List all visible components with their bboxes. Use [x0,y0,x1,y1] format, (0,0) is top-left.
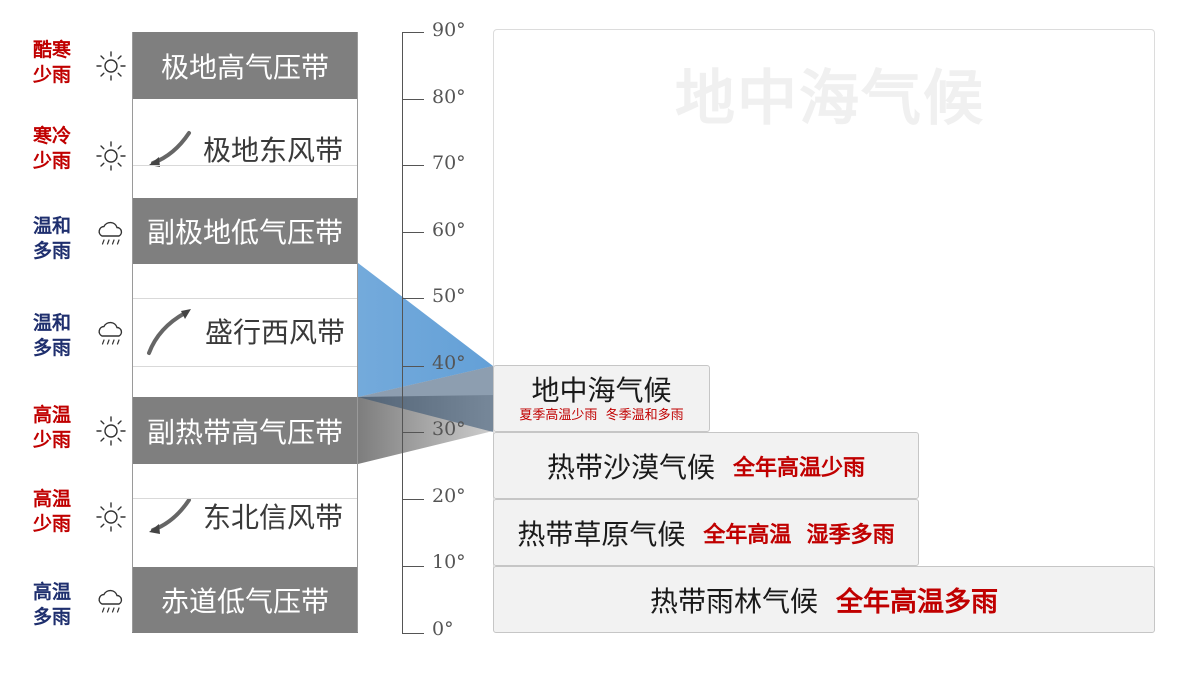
tick-60 [402,232,424,233]
descriptor-line1: 高温 [32,488,71,510]
rain-cloud-icon [98,221,123,245]
rain-cloud-icon [98,321,123,345]
descriptor-line1: 温和 [32,215,71,237]
divider [132,366,358,367]
overlap-wedge [358,366,493,432]
descriptor-line2: 多雨 [32,606,71,628]
desert-climate-box: 热带沙漠气候 全年高温少雨 [493,432,919,499]
tick-label: 50° [432,285,466,307]
belt-label: 东北信风带 [202,500,343,534]
climate-descriptor-5: 高温 少雨 [22,403,82,453]
tick-50 [402,298,424,299]
wind-arrow-southwest-icon [148,130,191,167]
divider [132,498,358,499]
tick-label: 10° [432,551,466,573]
tick-30 [402,432,424,433]
descriptor-line2: 少雨 [32,429,71,451]
belt-label: 极地高气压带 [160,50,329,84]
belt-label: 副热带高气压带 [146,415,343,449]
tick-label: 90° [432,19,466,41]
descriptor-line2: 少雨 [32,150,71,172]
subpolar-low-belt: 副极地低气压带 [132,198,358,264]
belt-label: 极地东风带 [202,133,343,167]
westerlies-belt: 盛行西风带 [132,264,358,397]
climate-descriptor-1: 酷寒 少雨 [22,38,82,88]
climate-descriptor-2: 寒冷 少雨 [22,124,82,174]
tick-label: 70° [432,152,466,174]
sun-icon [96,416,126,446]
tick-label: 0° [432,618,454,640]
climate-name: 热带沙漠气候 [546,450,715,484]
climate-desc: 全年高温多雨 [836,587,998,618]
climate-name: 地中海气候 [531,373,672,407]
climate-descriptor-3: 温和 多雨 [22,214,82,264]
tick-10 [402,566,424,567]
tick-90 [402,32,424,33]
mediterranean-climate-box: 地中海气候 夏季高温少雨 冬季温和多雨 [493,365,710,432]
latitude-axis [402,32,403,634]
tick-label: 20° [432,485,466,507]
divider [132,165,358,166]
climate-descriptor-6: 高温 少雨 [22,487,82,537]
climate-descriptor-4: 温和 多雨 [22,311,82,361]
climate-desc: 全年高温 湿季多雨 [703,522,895,548]
polar-easterlies-belt: 极地东风带 [132,99,358,198]
polar-high-belt: 极地高气压带 [132,32,358,99]
westerlies-wedge [358,263,493,397]
tick-80 [402,99,424,100]
climate-desc: 夏季高温少雨 冬季温和多雨 [519,407,684,423]
tick-label: 80° [432,86,466,108]
wind-arrow-southwest-icon [148,497,191,534]
equatorial-low-belt: 赤道低气压带 [132,567,358,633]
tick-20 [402,499,424,500]
climate-name: 热带雨林气候 [649,584,818,618]
belt-label: 赤道低气压带 [160,585,329,618]
descriptor-line2: 多雨 [32,240,71,262]
savanna-climate-box: 热带草原气候 全年高温 湿季多雨 [493,499,919,566]
climate-desc: 全年高温少雨 [733,455,866,481]
descriptor-line1: 寒冷 [32,125,71,147]
descriptor-line2: 少雨 [32,64,71,86]
tick-70 [402,165,424,166]
descriptor-line2: 少雨 [32,513,71,535]
belt-label: 盛行西风带 [204,315,345,349]
divider [132,298,358,299]
climate-name: 热带草原气候 [517,517,686,551]
sun-icon [96,502,126,532]
descriptor-line1: 高温 [32,404,71,426]
rain-cloud-icon [98,589,123,613]
descriptor-line1: 高温 [32,581,71,603]
tick-0 [402,633,424,634]
climate-descriptor-7: 高温 多雨 [22,580,82,630]
tick-40 [402,366,424,367]
descriptor-line1: 酷寒 [32,39,71,61]
watermark-title: 地中海气候 [675,64,985,134]
tick-label: 30° [432,418,466,440]
ne-trades-belt: 东北信风带 [132,464,358,567]
subtropical-high-belt: 副热带高气压带 [132,397,358,464]
sun-icon [96,51,126,81]
belt-label: 副极地低气压带 [146,216,343,249]
descriptor-line2: 多雨 [32,337,71,359]
sun-icon [96,141,126,171]
rainforest-climate-box: 热带雨林气候 全年高温多雨 [493,566,1155,633]
descriptor-line1: 温和 [32,312,71,334]
tick-label: 40° [432,352,466,374]
wind-arrow-northeast-icon [146,308,191,355]
tick-label: 60° [432,219,466,241]
